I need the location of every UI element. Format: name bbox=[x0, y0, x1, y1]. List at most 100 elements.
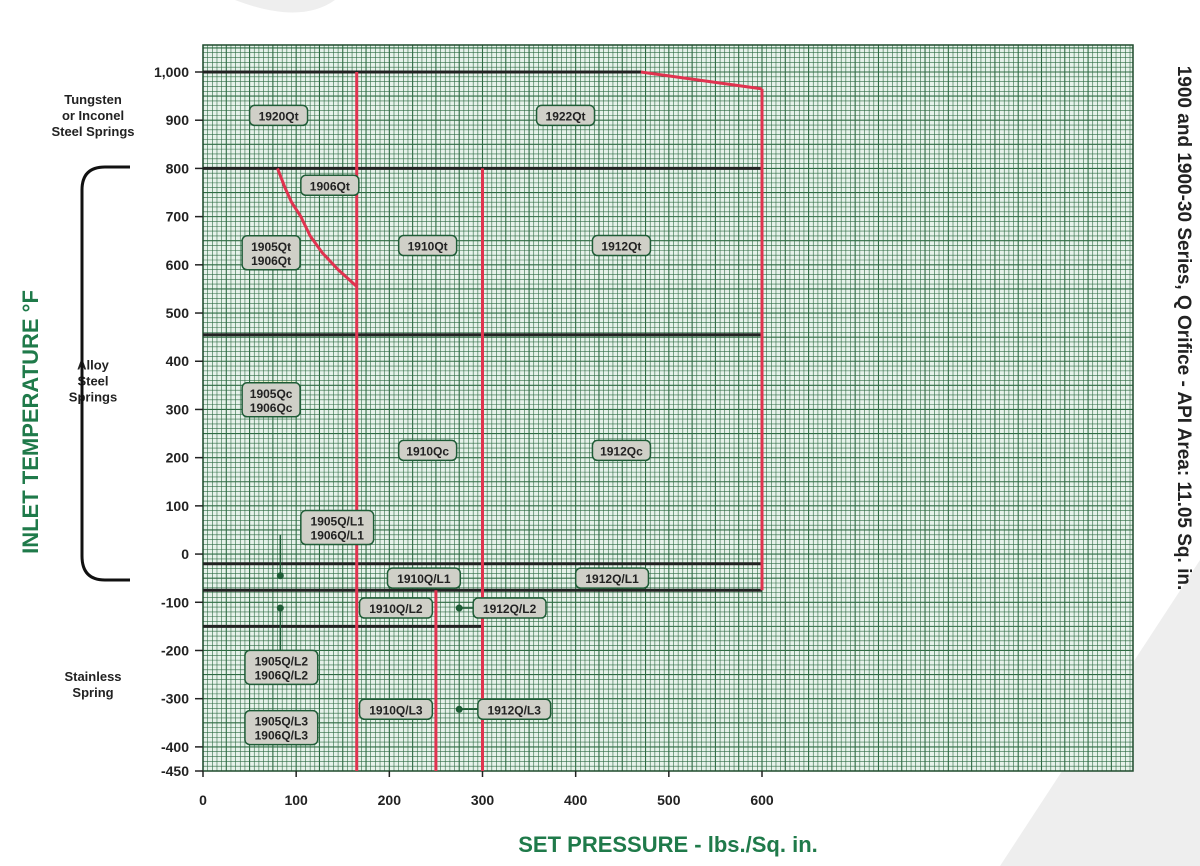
model-label-text: 1910Q/L2 bbox=[369, 602, 423, 616]
y-tick-label: 600 bbox=[166, 257, 190, 273]
x-tick-label: 600 bbox=[750, 792, 774, 808]
y-tick-label: 500 bbox=[166, 305, 190, 321]
zone-label: Steel bbox=[77, 373, 108, 388]
zone-label: Steel Springs bbox=[51, 124, 134, 139]
chart-title: 1900 and 1900-30 Series, Q Orifice - API… bbox=[1173, 66, 1194, 591]
y-tick-label: 800 bbox=[166, 160, 190, 176]
background-decor-left bbox=[235, 0, 335, 13]
x-tick-label: 300 bbox=[471, 792, 495, 808]
plot-border bbox=[202, 44, 1134, 772]
model-label: 1910Qt bbox=[397, 234, 458, 257]
y-tick-label: 1,000 bbox=[154, 64, 189, 80]
model-label-box bbox=[300, 174, 360, 197]
model-label-box bbox=[591, 234, 652, 257]
model-label-box bbox=[244, 709, 319, 746]
model-label-box bbox=[241, 382, 301, 418]
model-label-box bbox=[300, 509, 375, 546]
zone-label: Alloy bbox=[77, 357, 110, 372]
leader-dot bbox=[455, 604, 463, 612]
model-label-text: 1912Q/L3 bbox=[488, 703, 542, 717]
y-tick-label: 200 bbox=[166, 450, 190, 466]
model-label: 1910Qc bbox=[397, 439, 458, 462]
model-label-text: 1906Qt bbox=[251, 254, 291, 268]
model-label-box bbox=[358, 698, 434, 721]
y-tick-label: 900 bbox=[166, 112, 190, 128]
model-label-text: 1910Qc bbox=[406, 444, 449, 458]
model-label-text: 1905Qc bbox=[250, 387, 293, 401]
model-label: 1912Q/L3 bbox=[477, 698, 552, 721]
model-label-box bbox=[591, 439, 652, 462]
grid bbox=[202, 44, 1134, 772]
model-label-box bbox=[241, 235, 301, 271]
zone-label: Stainless bbox=[64, 669, 121, 684]
alloy-spring-bracket bbox=[80, 165, 130, 582]
model-label-text: 1910Q/L1 bbox=[397, 572, 451, 586]
model-label-text: 1905Q/L2 bbox=[255, 654, 309, 668]
model-label: 1910Q/L1 bbox=[386, 567, 462, 589]
model-label-text: 1912Qc bbox=[600, 444, 643, 458]
leader-lines bbox=[276, 534, 478, 713]
model-label-text: 1906Qt bbox=[310, 179, 350, 193]
x-tick-label: 500 bbox=[657, 792, 681, 808]
y-tick-label: 400 bbox=[166, 353, 190, 369]
y-tick-label: 0 bbox=[181, 546, 189, 562]
model-label: 1910Q/L3 bbox=[358, 698, 434, 721]
model-label: 1910Q/L2 bbox=[358, 597, 434, 619]
model-label-text: 1906Q/L1 bbox=[311, 529, 365, 543]
model-label: 1912Q/L1 bbox=[574, 567, 650, 589]
x-tick-label: 400 bbox=[564, 792, 588, 808]
model-label: 1920Qt bbox=[248, 104, 309, 127]
model-label-box bbox=[358, 597, 434, 619]
model-label-box bbox=[397, 234, 458, 257]
model-label-box bbox=[397, 439, 458, 462]
model-label-box bbox=[574, 567, 650, 589]
x-axis-title: SET PRESSURE - lbs./Sq. in. bbox=[518, 832, 818, 857]
model-label-text: 1912Q/L2 bbox=[483, 602, 537, 616]
model-label-text: 1912Q/L1 bbox=[585, 572, 639, 586]
zone-label: Springs bbox=[69, 389, 117, 404]
zone-label: Spring bbox=[72, 685, 113, 700]
y-tick-label: -300 bbox=[161, 691, 189, 707]
model-label-text: 1922Qt bbox=[546, 109, 586, 123]
model-label: 1912Q/L2 bbox=[472, 597, 547, 619]
model-label-box bbox=[477, 698, 552, 721]
model-label-box bbox=[535, 104, 596, 127]
x-tick-label: 200 bbox=[378, 792, 402, 808]
y-axis-title: INLET TEMPERATURE °F bbox=[18, 290, 43, 554]
model-label: 1922Qt bbox=[535, 104, 596, 127]
zone-label: Tungsten bbox=[64, 92, 122, 107]
x-tick-label: 0 bbox=[199, 792, 207, 808]
model-label-text: 1920Qt bbox=[259, 109, 299, 123]
model-label-text: 1912Qt bbox=[601, 240, 641, 254]
y-tick-label: -450 bbox=[161, 763, 189, 779]
model-label: 1906Qt bbox=[300, 174, 360, 197]
boundary-line-red bbox=[640, 70, 763, 91]
leader-dot bbox=[276, 572, 284, 580]
model-label: 1912Qc bbox=[591, 439, 652, 462]
model-label-text: 1910Qt bbox=[408, 240, 448, 254]
model-label-text: 1906Q/L3 bbox=[255, 729, 309, 743]
model-label-text: 1905Qt bbox=[251, 240, 291, 254]
model-label-box bbox=[248, 104, 309, 127]
x-tick-label: 100 bbox=[284, 792, 308, 808]
zone-label: or Inconel bbox=[62, 108, 124, 123]
y-tick-label: 100 bbox=[166, 498, 190, 514]
model-label-box bbox=[472, 597, 547, 619]
model-label-box bbox=[386, 567, 462, 589]
tick-labels: 0 100 200 300 400 500 600 1,000 900 800 700 600 500 4… bbox=[154, 64, 774, 808]
leader-dot bbox=[455, 705, 463, 713]
y-tick-label: 700 bbox=[166, 209, 190, 225]
model-label-box bbox=[244, 649, 319, 686]
y-tick-label: -100 bbox=[161, 594, 189, 610]
model-label-text: 1905Q/L1 bbox=[311, 515, 365, 529]
model-label-text: 1910Q/L3 bbox=[369, 703, 423, 717]
boundary-line-red bbox=[276, 167, 358, 288]
